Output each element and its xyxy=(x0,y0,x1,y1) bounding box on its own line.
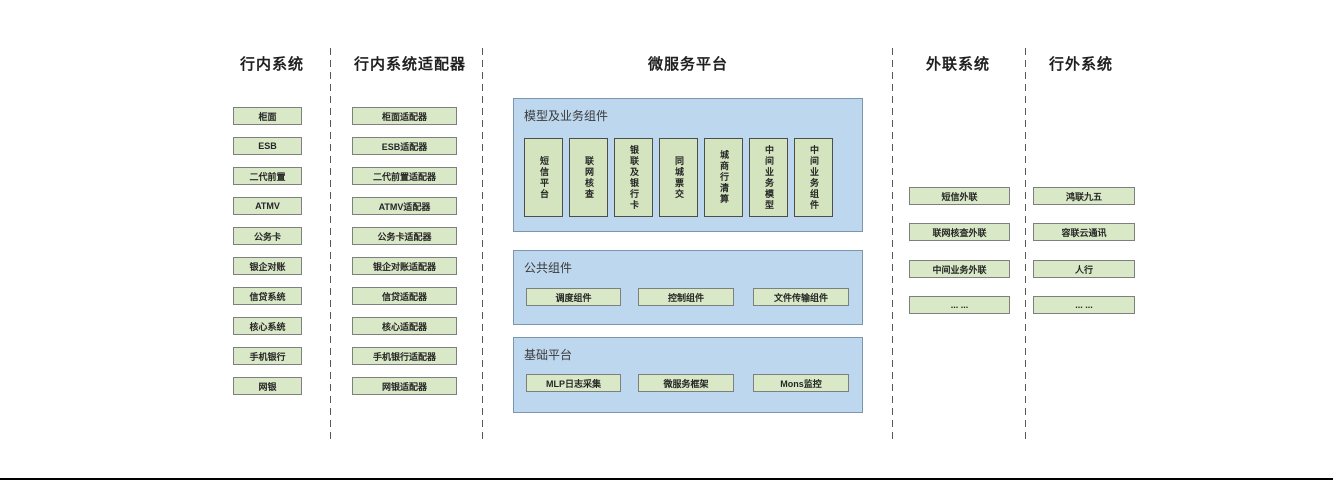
base-platform-box: Mons监控 xyxy=(753,374,849,392)
adapter-box: ATMV适配器 xyxy=(352,197,457,215)
model-component-box: 中间业务组件 xyxy=(794,138,833,217)
common-component-box: 文件传输组件 xyxy=(753,288,849,306)
internal-system-box: ATMV xyxy=(233,197,302,215)
base-platform-box: 微服务框架 xyxy=(638,374,734,392)
internal-system-box: 网银 xyxy=(233,377,302,395)
adapter-box: 手机银行适配器 xyxy=(352,347,457,365)
model-component-box: 同城票交 xyxy=(659,138,698,217)
dashed-divider xyxy=(1025,48,1026,442)
panel-label: 基础平台 xyxy=(524,348,573,362)
column-title-outside-systems: 行外系统 xyxy=(1048,56,1113,73)
internal-system-box: 核心系统 xyxy=(233,317,302,335)
panel-label: 公共组件 xyxy=(524,261,573,275)
base-platform-box: MLP日志采集 xyxy=(526,374,621,392)
external-link-box: 短信外联 xyxy=(909,187,1010,205)
column-title-external-link-systems: 外联系统 xyxy=(925,56,990,73)
internal-system-box: 公务卡 xyxy=(233,227,302,245)
dashed-divider xyxy=(892,48,893,442)
internal-system-box: 信贷系统 xyxy=(233,287,302,305)
dashed-divider xyxy=(330,48,331,442)
internal-system-box: 柜面 xyxy=(233,107,302,125)
column-title-internal-systems: 行内系统 xyxy=(239,56,304,73)
base-platform-panel: 基础平台 MLP日志采集 微服务框架 Mons监控 xyxy=(513,337,863,413)
adapter-box: 二代前置适配器 xyxy=(352,167,457,185)
model-business-components-panel: 模型及业务组件 短信平台 联网核查 银联及银行卡 同城票交 城商行清算 中间业务… xyxy=(513,98,863,232)
model-component-box: 联网核查 xyxy=(569,138,608,217)
common-component-box: 调度组件 xyxy=(526,288,621,306)
external-link-box: ... ... xyxy=(909,296,1010,314)
internal-system-box: ESB xyxy=(233,137,302,155)
adapter-box: 核心适配器 xyxy=(352,317,457,335)
common-component-box: 控制组件 xyxy=(638,288,734,306)
adapter-box: 银企对账适配器 xyxy=(352,257,457,275)
outside-system-box: 鸿联九五 xyxy=(1033,187,1135,205)
panel-label: 模型及业务组件 xyxy=(524,109,609,123)
column-title-microservice-platform: 微服务平台 xyxy=(647,56,728,73)
dashed-divider xyxy=(482,48,483,442)
adapter-box: 网银适配器 xyxy=(352,377,457,395)
internal-system-box: 银企对账 xyxy=(233,257,302,275)
outside-system-box: ... ... xyxy=(1033,296,1135,314)
adapter-box: 柜面适配器 xyxy=(352,107,457,125)
external-link-box: 联网核查外联 xyxy=(909,223,1010,241)
model-component-box: 短信平台 xyxy=(524,138,563,217)
outside-system-box: 容联云通讯 xyxy=(1033,223,1135,241)
column-title-internal-adapters: 行内系统适配器 xyxy=(353,56,466,73)
bottom-rule xyxy=(0,478,1333,480)
adapter-box: ESB适配器 xyxy=(352,137,457,155)
external-link-box: 中间业务外联 xyxy=(909,260,1010,278)
outside-system-box: 人行 xyxy=(1033,260,1135,278)
model-component-box: 城商行清算 xyxy=(704,138,743,217)
common-components-panel: 公共组件 调度组件 控制组件 文件传输组件 xyxy=(513,250,863,325)
internal-system-box: 手机银行 xyxy=(233,347,302,365)
adapter-box: 公务卡适配器 xyxy=(352,227,457,245)
internal-system-box: 二代前置 xyxy=(233,167,302,185)
model-component-box: 中间业务模型 xyxy=(749,138,788,217)
model-component-box: 银联及银行卡 xyxy=(614,138,653,217)
adapter-box: 信贷适配器 xyxy=(352,287,457,305)
